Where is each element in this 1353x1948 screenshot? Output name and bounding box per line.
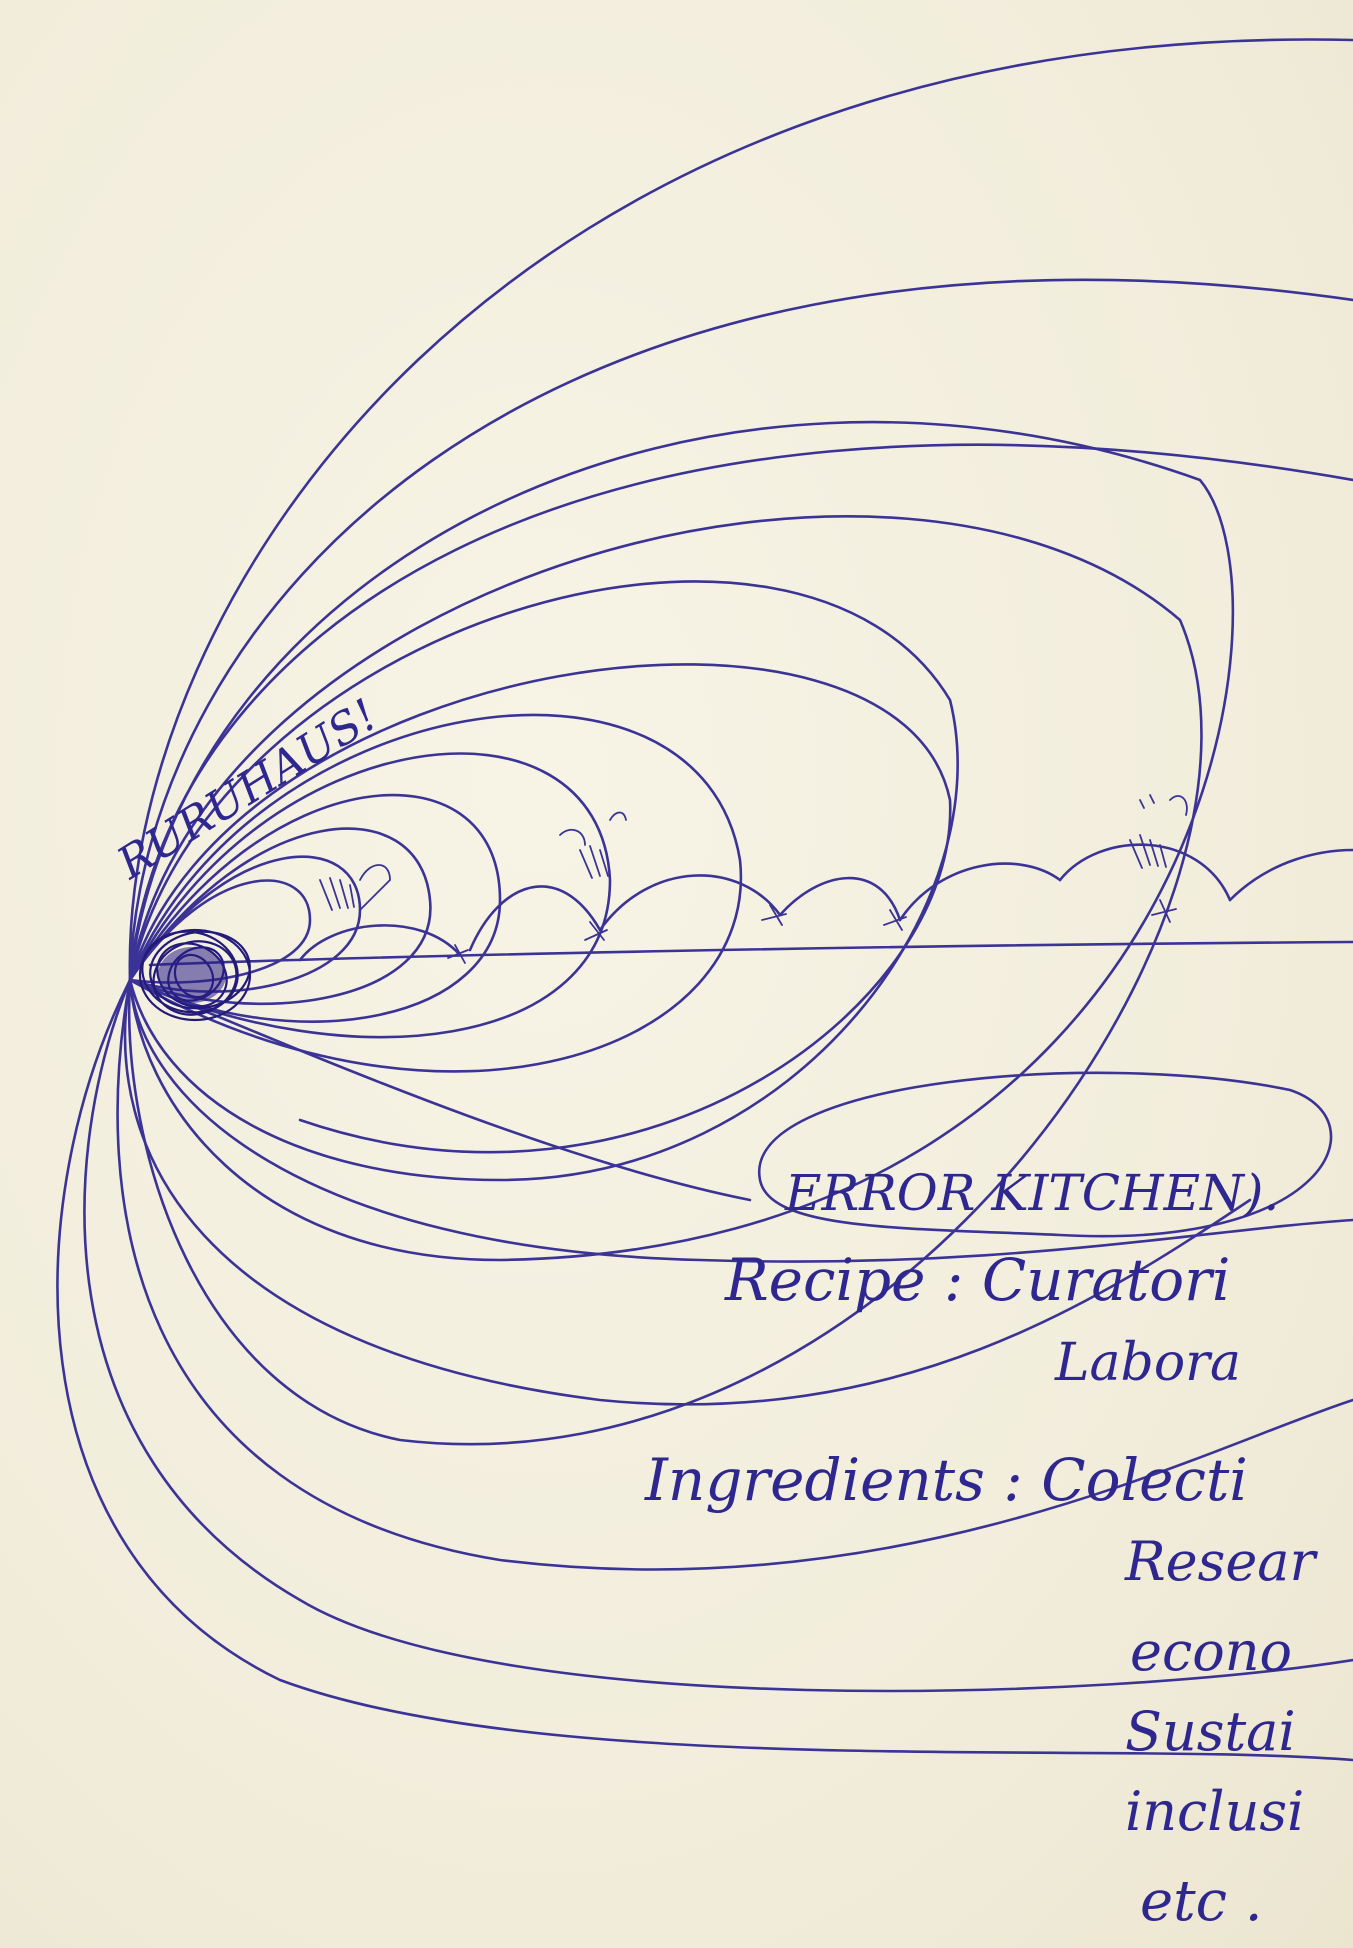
ingredient-item: inclusi [1125,1780,1304,1843]
axis-line [148,940,1353,967]
ingredient-item: Sustai [1125,1700,1296,1763]
recipe-line: Recipe : Curatori [724,1246,1230,1314]
boxed-label: ERROR KITCHEN). [784,1164,1279,1222]
origin-scribble [138,928,252,1022]
ingredients-line: Ingredients : Colecti [644,1446,1248,1514]
orbit-loops [56,38,1353,1762]
hop-arcs [298,843,1353,964]
ingredient-item: econo [1130,1620,1292,1683]
ingredient-item: etc . [1140,1869,1263,1934]
recipe-line-2: Labora [1054,1333,1241,1393]
figure-doodles [319,794,1188,911]
ingredient-item: Resear [1124,1530,1318,1593]
label-bubble [758,1071,1333,1238]
title-label: RURUHAUS! [108,689,386,889]
